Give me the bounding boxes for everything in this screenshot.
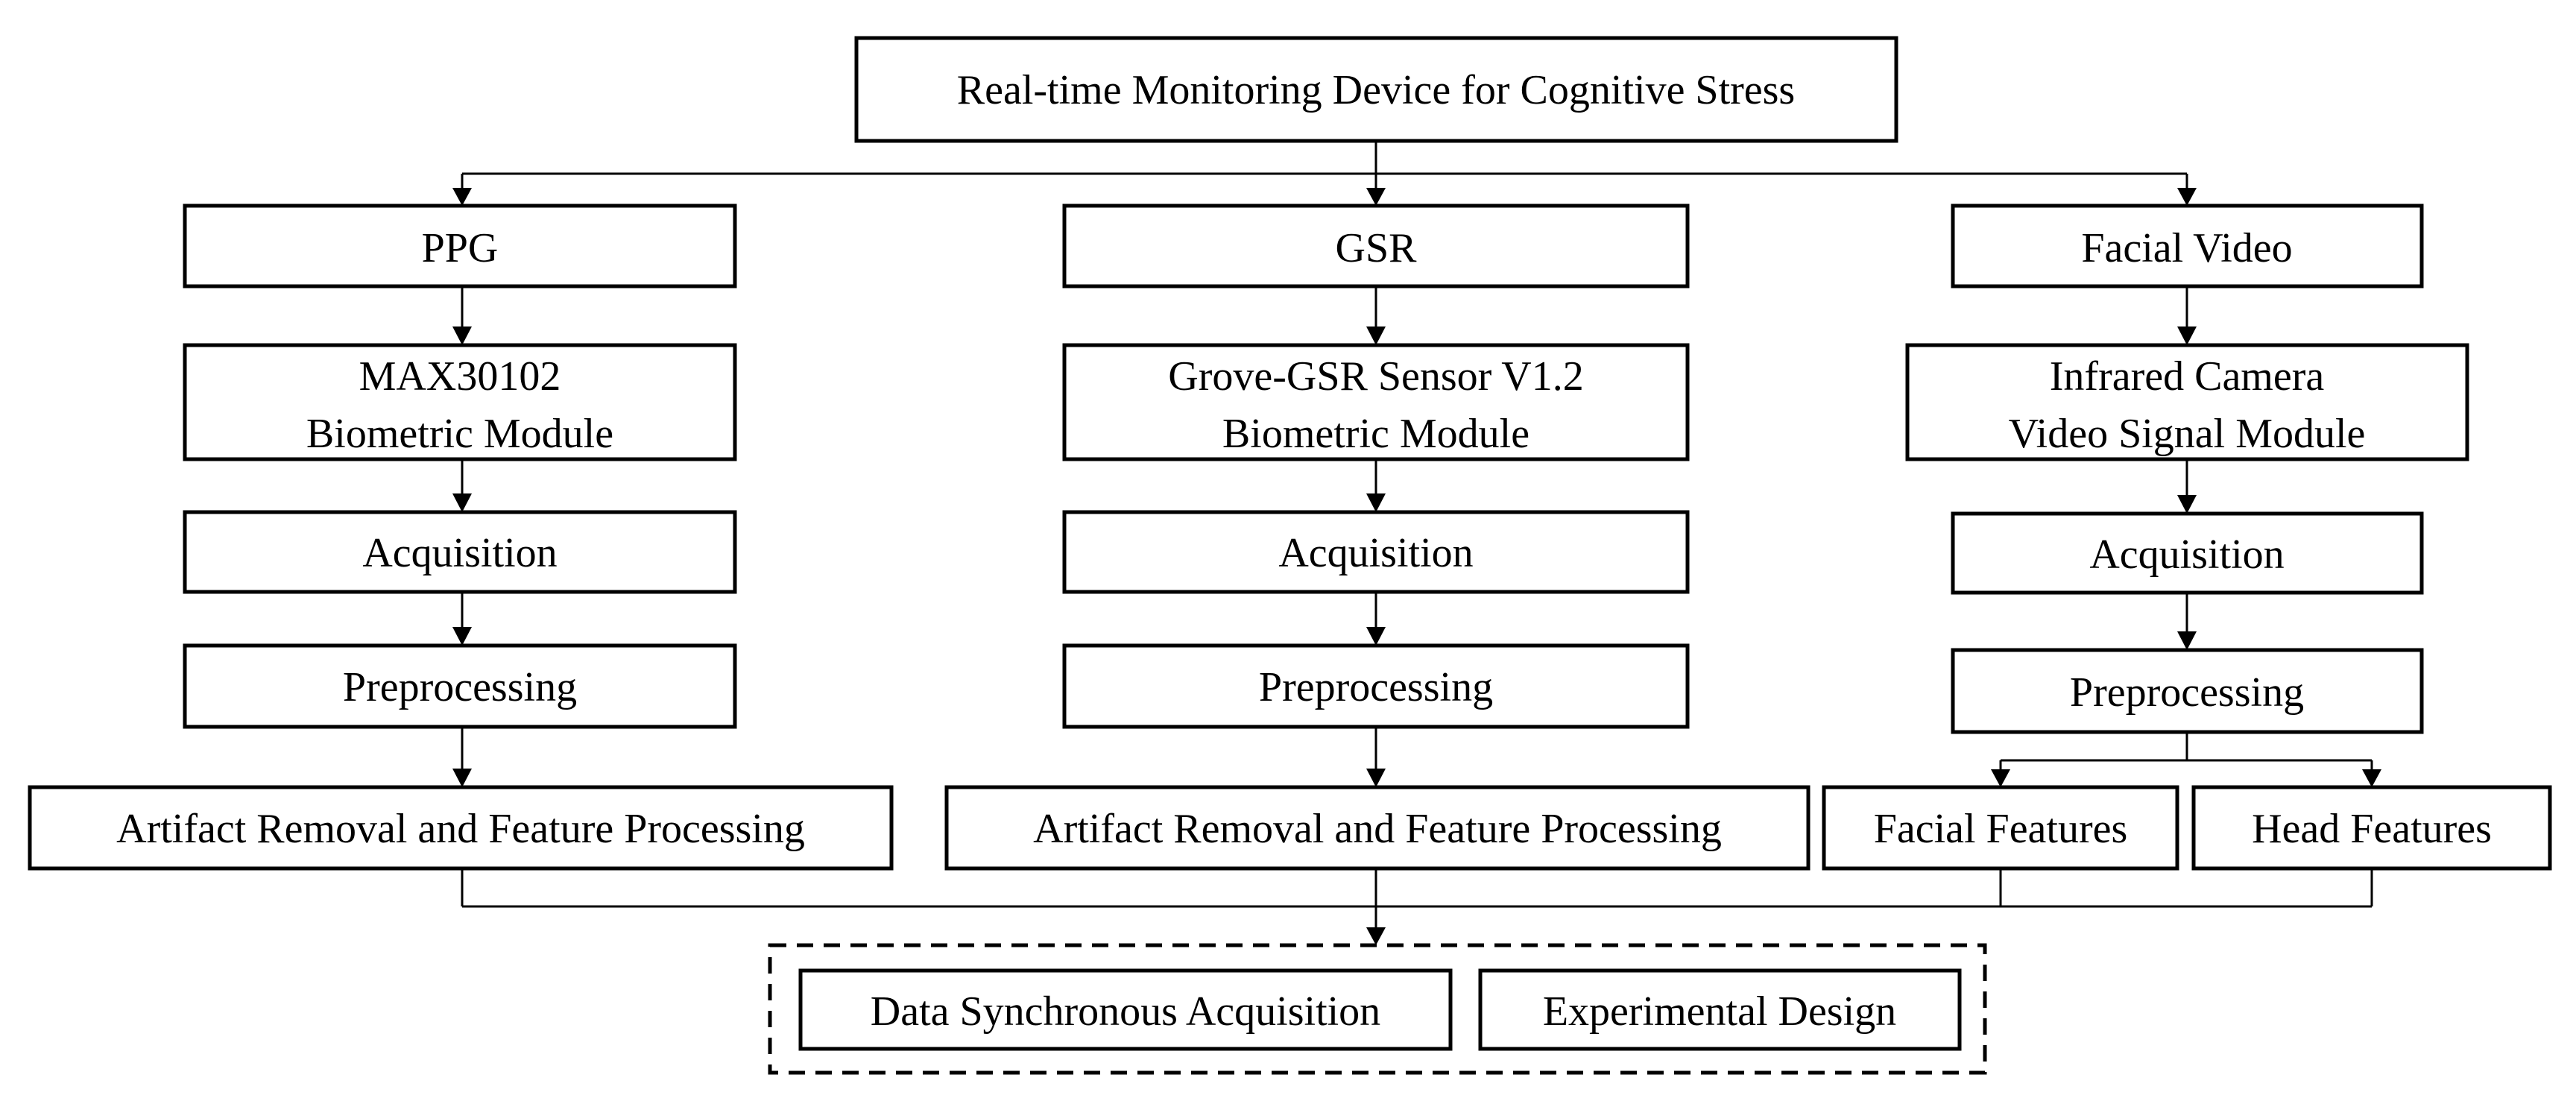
video-module-line1: Infrared Camera	[2050, 353, 2325, 400]
ppg-header-node: PPG	[183, 204, 737, 288]
ppg-processing-label: Artifact Removal and Feature Processing	[116, 806, 805, 852]
arrow-head-ppg	[452, 188, 472, 206]
experimental-design-node: Experimental Design	[1478, 968, 1962, 1051]
video-acquisition-node: Acquisition	[1951, 511, 2424, 595]
ppg-module-line2: Biometric Module	[306, 411, 613, 457]
facial-features-label: Facial Features	[1874, 806, 2128, 852]
video-header-node: Facial Video	[1951, 204, 2424, 288]
gsr-processing-label: Artifact Removal and Feature Processing	[1033, 806, 1722, 852]
head-features-node: Head Features	[2191, 785, 2552, 871]
gsr-module-line1: Grove-GSR Sensor V1.2	[1168, 353, 1583, 400]
arrow-head-video	[2177, 188, 2197, 206]
arrow-head-gsr	[1366, 188, 1386, 206]
gsr-acquisition-label: Acquisition	[1278, 530, 1473, 576]
gsr-acquisition-node: Acquisition	[1062, 510, 1690, 594]
video-header-label: Facial Video	[2081, 225, 2292, 271]
title-node: Real-time Monitoring Device for Cognitiv…	[854, 36, 1898, 143]
gsr-processing-node: Artifact Removal and Feature Processing	[944, 785, 1811, 871]
ppg-module-node: MAX30102 Biometric Module	[183, 343, 737, 461]
video-column: Facial Video Infrared Camera Video Signa…	[1822, 204, 2552, 871]
ppg-module-line1: MAX30102	[359, 353, 561, 400]
gsr-preprocessing-label: Preprocessing	[1259, 664, 1493, 710]
ppg-acquisition-node: Acquisition	[183, 510, 737, 594]
ppg-preprocessing-node: Preprocessing	[183, 643, 737, 729]
outputs-group: Data Synchronous Acquisition Experimenta…	[768, 943, 1987, 1075]
data-sync-label: Data Synchronous Acquisition	[871, 988, 1380, 1035]
video-module-line2: Video Signal Module	[2009, 411, 2366, 457]
facial-features-node: Facial Features	[1822, 785, 2179, 871]
ppg-preprocessing-label: Preprocessing	[343, 664, 577, 710]
connectors	[452, 141, 2381, 945]
gsr-column: GSR Grove-GSR Sensor V1.2 Biometric Modu…	[944, 204, 1811, 871]
ppg-acquisition-label: Acquisition	[362, 530, 557, 576]
head-features-label: Head Features	[2252, 806, 2492, 852]
experimental-design-label: Experimental Design	[1543, 988, 1896, 1035]
video-preprocessing-node: Preprocessing	[1951, 648, 2424, 734]
arrow-head-outputs	[1366, 927, 1386, 945]
gsr-module-line2: Biometric Module	[1222, 411, 1530, 457]
ppg-processing-node: Artifact Removal and Feature Processing	[28, 785, 894, 871]
gsr-header-node: GSR	[1062, 204, 1690, 288]
ppg-column: PPG MAX30102 Biometric Module Acquisitio…	[28, 204, 894, 871]
title-label: Real-time Monitoring Device for Cognitiv…	[957, 67, 1795, 113]
gsr-module-node: Grove-GSR Sensor V1.2 Biometric Module	[1062, 343, 1690, 461]
gsr-preprocessing-node: Preprocessing	[1062, 643, 1690, 729]
ppg-header-label: PPG	[422, 225, 499, 271]
video-preprocessing-label: Preprocessing	[2070, 669, 2304, 716]
data-sync-node: Data Synchronous Acquisition	[798, 968, 1453, 1051]
video-acquisition-label: Acquisition	[2089, 532, 2284, 578]
gsr-header-label: GSR	[1336, 225, 1418, 271]
video-module-node: Infrared Camera Video Signal Module	[1905, 343, 2469, 461]
